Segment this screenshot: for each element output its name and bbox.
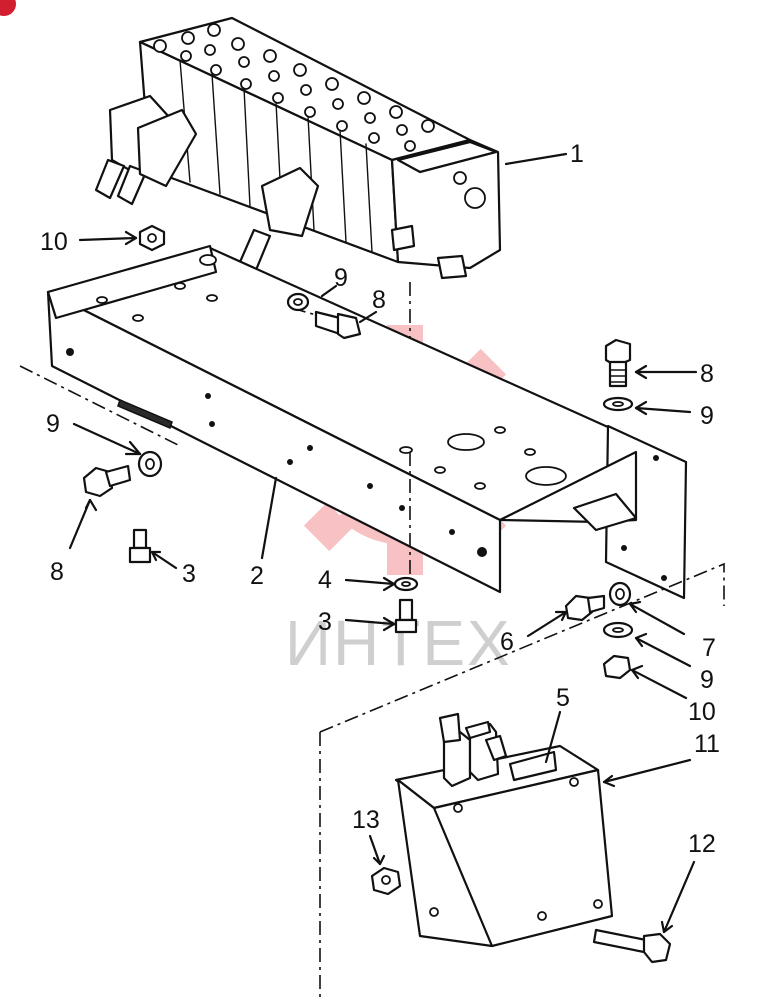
callout-8-right: 8 [700,360,714,388]
hex-nut-10-lower [602,654,632,680]
callout-9-right: 9 [700,402,714,430]
bolt-6 [564,594,606,622]
callout-11: 11 [694,730,720,758]
callout-7: 7 [702,634,716,662]
washer-9-left [137,450,163,478]
subassembly-boundary [319,562,725,733]
bolt-12 [592,928,672,964]
valve-levers [94,94,320,272]
callout-labels: 1 2 3 3 4 5 6 7 8 8 8 9 9 9 9 10 10 11 1… [40,140,720,858]
callout-9-lower: 9 [700,666,714,694]
bolt-3-center [394,598,418,634]
base-frame [46,244,688,600]
callout-1: 1 [570,140,584,168]
hex-nut-10-top [138,224,166,252]
callout-3-left: 3 [182,560,196,588]
bolt-8-right [604,338,632,388]
callout-2: 2 [250,562,264,590]
callout-6: 6 [500,628,514,656]
washer-4 [393,576,419,592]
valve-top-fittings [153,23,435,152]
callout-5: 5 [556,684,570,712]
control-valve-block [94,16,502,280]
alignment-line-base-left [19,365,181,447]
bolt-8-upper [314,310,362,340]
corner-badge [0,0,16,16]
solenoid-bracket-11 [394,744,614,948]
solenoid-valve-5 [438,712,558,788]
bolt-3-left [128,528,152,564]
leader-lines [68,152,698,934]
hex-nut-13 [370,866,402,896]
bolt-8-left [82,464,132,498]
callout-8-left: 8 [50,558,64,586]
callout-10-upper: 10 [40,228,68,256]
washer-9-lower [602,621,634,639]
callout-3-center: 3 [318,608,332,636]
washer-7 [608,581,632,607]
washer-9-right [602,396,634,412]
callout-12: 12 [688,830,716,858]
callout-10-lower: 10 [688,698,716,726]
callout-9-upper: 9 [334,264,348,292]
washer-9-upper [286,292,310,312]
callout-8-upper: 8 [372,286,386,314]
callout-4: 4 [318,566,332,594]
callout-9-left: 9 [46,410,60,438]
callout-13: 13 [352,806,380,834]
